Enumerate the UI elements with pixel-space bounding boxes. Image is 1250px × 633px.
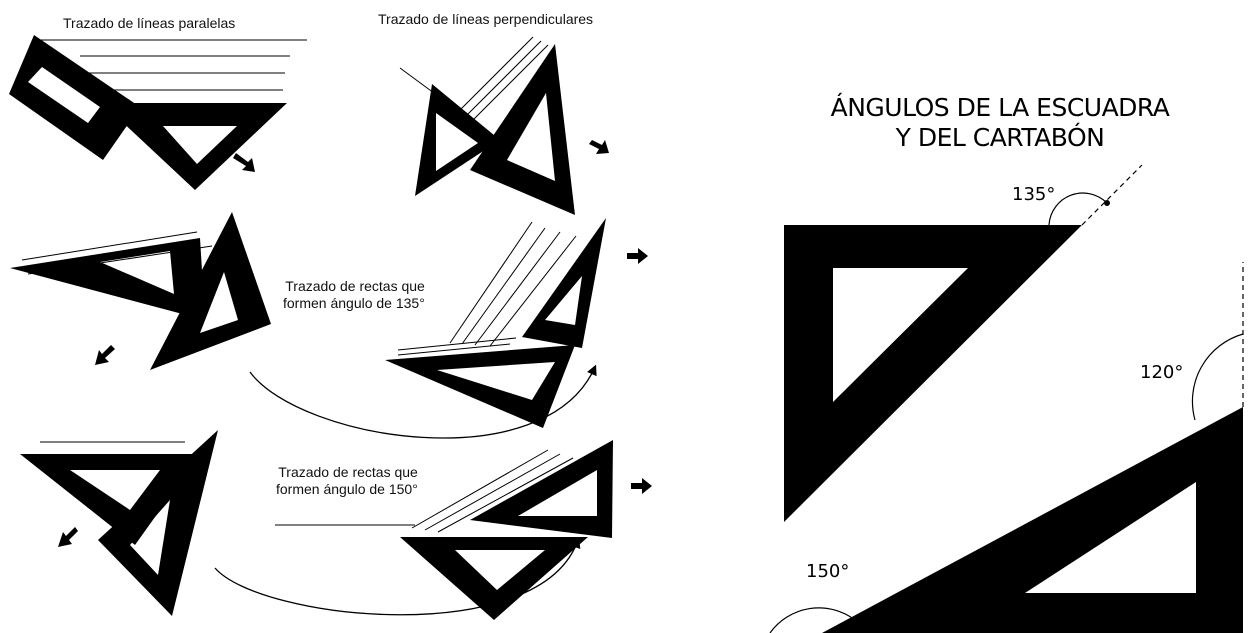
- arrow-icon: [631, 478, 652, 494]
- caption-angle-135: Trazado de rectas que formen ángulo de 1…: [283, 278, 425, 311]
- curved-arrow: [249, 364, 597, 439]
- angle-arc-120: [1191, 333, 1244, 421]
- angle-label-150: 150°: [806, 561, 850, 582]
- set-square-shape: [9, 35, 140, 160]
- triangle-shape: [150, 212, 271, 370]
- title-line-1: ÁNGULOS DE LA ESCUADRA: [830, 93, 1170, 122]
- triangle-shape: [98, 430, 218, 616]
- large-set-square-diagram: [769, 164, 1244, 633]
- triangle-shape: [470, 44, 575, 215]
- set-square-shape: [415, 84, 500, 196]
- arrow-icon: [95, 345, 115, 365]
- dashed-extension-line: [1081, 164, 1143, 226]
- caption-parallel-lines: Trazado de líneas paralelas: [63, 15, 236, 31]
- angle-label-120: 120°: [1140, 362, 1184, 383]
- triangle-shape: [102, 103, 287, 190]
- angle-label-135: 135°: [1012, 184, 1056, 205]
- perpendicular-lines-diagram: [399, 36, 609, 215]
- set-square-shape: [10, 238, 205, 320]
- arrow-icon: [589, 140, 609, 154]
- angle-135-diagram: [385, 218, 648, 428]
- arrow-icon: [627, 248, 648, 264]
- guide-lines: [397, 221, 577, 356]
- set-square-shape: [20, 454, 200, 545]
- curved-arrow: [214, 537, 581, 616]
- guide-lines: [275, 449, 574, 533]
- triangle-shape: [385, 345, 575, 428]
- triangle-shape: [400, 537, 588, 620]
- left-bottom-diagram: [20, 430, 218, 616]
- arrow-icon: [233, 153, 255, 172]
- page-title: ÁNGULOS DE LA ESCUADRA Y DEL CARTABÓN: [800, 93, 1200, 153]
- title-line-2: Y DEL CARTABÓN: [895, 123, 1105, 152]
- arrow-icon: [58, 527, 78, 547]
- caption-perpendicular-lines: Trazado de líneas perpendiculares: [378, 11, 594, 27]
- left-middle-diagram: [10, 212, 271, 370]
- point-marker: [1104, 200, 1110, 206]
- set-square-shape: [470, 440, 613, 538]
- angle-arc-150: [769, 607, 856, 633]
- parallel-lines-diagram: [9, 35, 307, 190]
- set-square-large: [784, 225, 1082, 522]
- caption-angle-150: Trazado de rectas que formen ángulo de 1…: [276, 464, 418, 497]
- triangle-large: [822, 407, 1243, 633]
- angle-150-diagram: [275, 440, 652, 620]
- set-square-shape: [522, 218, 606, 348]
- angle-arc-135: [1048, 192, 1108, 226]
